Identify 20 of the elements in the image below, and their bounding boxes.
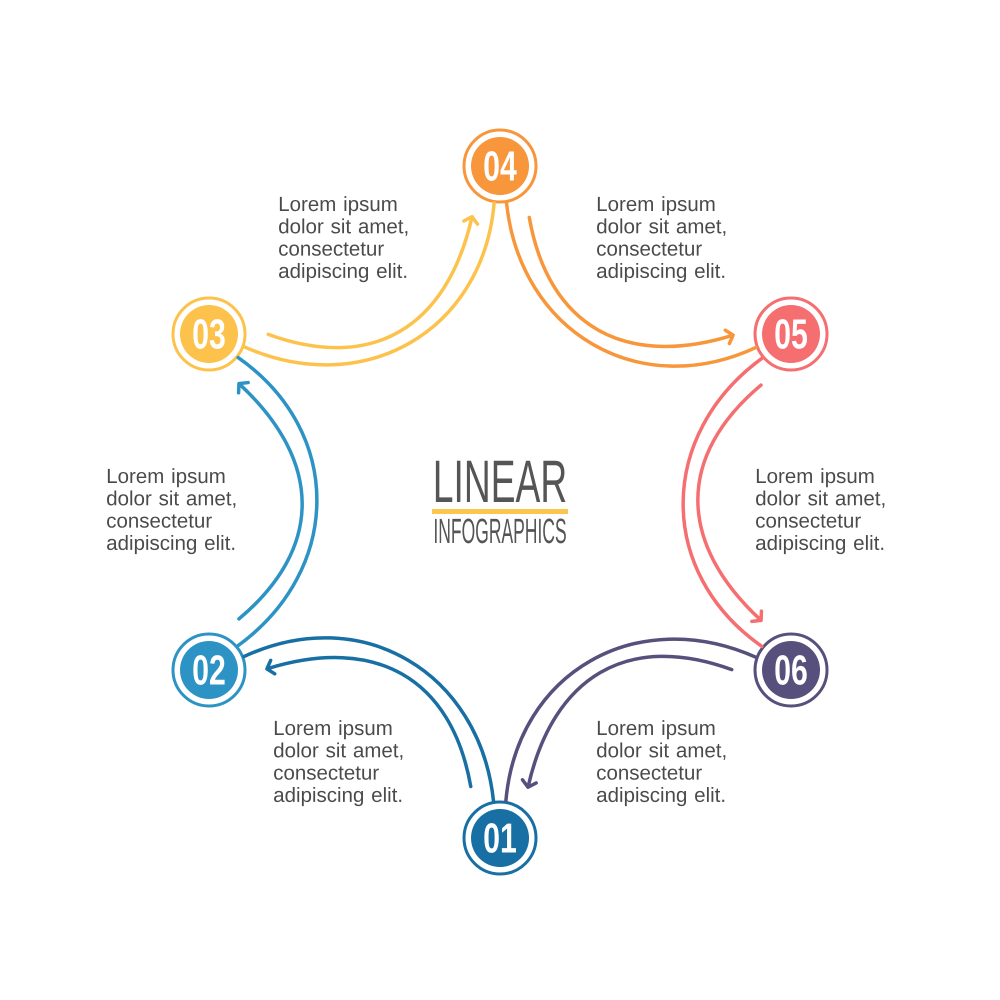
curved-arrow [266,214,480,350]
description-text: Lorem ipsum dolor sit amet, consectetur adipiscing elit. [279,196,408,282]
connector-line [242,636,496,803]
description-text: Lorem ipsum dolor sit amet, consectetur adipiscing elit. [756,468,884,554]
description-text: Lorem ipsum dolor sit amet, consectetur adipiscing elit. [274,720,402,806]
curved-arrow [528,216,735,348]
connector-line [242,201,496,367]
connector-line [504,201,758,368]
title-text: LINEAR [436,460,566,502]
curved-arrow [520,654,734,789]
description-text: Lorem ipsum dolor sit amet, consectetur adipiscing elit. [107,468,236,554]
description-text: Lorem ipsum dolor sit amet, consectetur adipiscing elit. [597,196,726,282]
connector-line [236,356,319,648]
curved-arrow [236,380,304,621]
description-text: Lorem ipsum dolor sit amet, consectetur adipiscing elit. [597,720,726,806]
curved-arrow [265,656,472,788]
connector-line [681,356,764,648]
connector-line [504,637,758,803]
subtitle-text: INFOGRAPHICS [435,518,566,544]
curved-arrow [696,383,764,624]
